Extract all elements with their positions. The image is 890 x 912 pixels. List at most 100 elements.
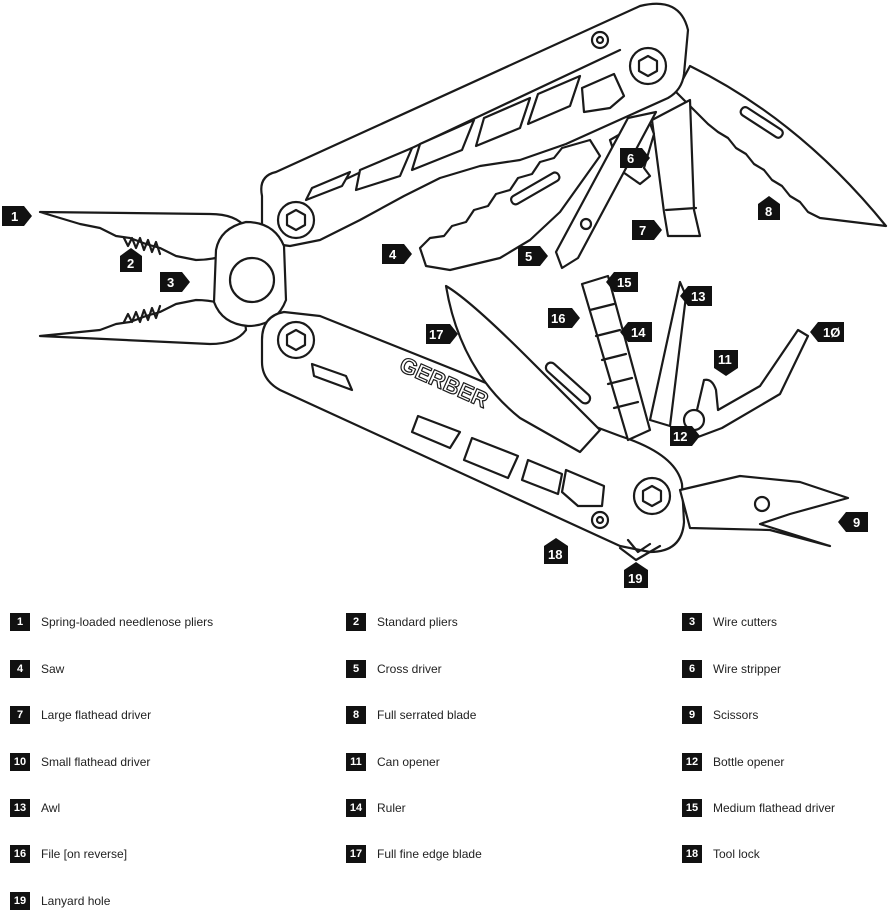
legend-label: Medium flathead driver — [713, 801, 836, 815]
lanyard-loop — [618, 538, 662, 562]
legend-label: Small flathead driver — [41, 755, 151, 769]
legend-number: 5 — [346, 660, 366, 678]
saw-slot — [509, 171, 561, 206]
legend-item: 1 Spring-loaded needlenose pliers — [10, 612, 213, 632]
legend-label: Wire cutters — [713, 615, 778, 629]
callout-19: 19 — [624, 562, 648, 588]
svg-text:4: 4 — [389, 247, 397, 262]
legend-item: 9 Scissors — [682, 705, 758, 725]
callout-10: 1Ø — [810, 322, 844, 342]
can-opener-arm — [688, 328, 810, 442]
legend-label: Awl — [41, 801, 61, 815]
callout-5: 5 — [518, 246, 548, 266]
legend-number: 8 — [346, 706, 366, 724]
svg-text:14: 14 — [631, 325, 646, 340]
legend-number: 19 — [10, 892, 30, 910]
legend-label: Can opener — [377, 755, 440, 769]
legend-item: 14 Ruler — [346, 798, 406, 818]
svg-text:13: 13 — [691, 289, 705, 304]
legend-item: 18 Tool lock — [682, 844, 760, 864]
fine-blade-slot — [544, 361, 592, 405]
svg-text:1: 1 — [11, 209, 18, 224]
callout-8: 8 — [758, 196, 780, 220]
awl — [648, 280, 688, 428]
svg-text:8: 8 — [765, 204, 772, 219]
callout-18: 18 — [544, 538, 568, 564]
callout-markers: 1 2 3 4 5 6 7 8 — [2, 148, 868, 588]
legend-item: 5 Cross driver — [346, 659, 442, 679]
svg-text:16: 16 — [551, 311, 565, 326]
svg-text:9: 9 — [853, 515, 860, 530]
callout-13: 13 — [680, 286, 712, 306]
svg-text:12: 12 — [673, 429, 687, 444]
legend-item: 8 Full serrated blade — [346, 705, 476, 725]
callout-11: 11 — [714, 350, 738, 376]
legend-number: 16 — [10, 845, 30, 863]
callout-2: 2 — [120, 248, 142, 272]
legend-number: 17 — [346, 845, 366, 863]
legend-number: 7 — [10, 706, 30, 724]
legend-label: Ruler — [377, 801, 406, 815]
callout-4: 4 — [382, 244, 412, 264]
legend-label: Saw — [41, 662, 65, 676]
legend-number: 3 — [682, 613, 702, 631]
legend-item: 10 Small flathead driver — [10, 752, 150, 772]
legend-number: 10 — [10, 753, 30, 771]
svg-text:15: 15 — [617, 275, 631, 290]
legend-label: Bottle opener — [713, 755, 785, 769]
legend-item: 7 Large flathead driver — [10, 705, 151, 725]
svg-text:11: 11 — [718, 352, 732, 367]
legend-label: Standard pliers — [377, 615, 458, 629]
legend-number: 9 — [682, 706, 702, 724]
legend-item: 16 File [on reverse] — [10, 844, 127, 864]
legend-number: 13 — [10, 799, 30, 817]
svg-text:7: 7 — [639, 223, 646, 238]
legend-label: Cross driver — [377, 662, 442, 676]
callout-15: 15 — [606, 272, 638, 292]
callout-12: 12 — [670, 426, 700, 446]
legend-label: Spring-loaded needlenose pliers — [41, 615, 214, 629]
svg-text:19: 19 — [628, 571, 642, 586]
callout-3: 3 — [160, 272, 190, 292]
legend-item: 13 Awl — [10, 798, 60, 818]
multitool-diagram: GERBER 1 2 3 4 — [2, 2, 888, 588]
svg-text:18: 18 — [548, 547, 562, 562]
legend-number: 11 — [346, 753, 366, 771]
serrated-blade-slot — [739, 106, 784, 139]
callout-9: 9 — [838, 512, 868, 532]
legend-label: Tool lock — [713, 847, 760, 861]
svg-text:6: 6 — [627, 151, 634, 166]
legend-label: Large flathead driver — [41, 708, 152, 722]
legend-number: 14 — [346, 799, 366, 817]
legend-label: Full serrated blade — [377, 708, 477, 722]
legend-number: 18 — [682, 845, 702, 863]
legend-label: File [on reverse] — [41, 847, 128, 861]
legend-label: Scissors — [713, 708, 759, 722]
legend-number: 4 — [10, 660, 30, 678]
legend-number: 1 — [10, 613, 30, 631]
svg-text:1Ø: 1Ø — [823, 325, 840, 340]
serrated-blade — [674, 64, 888, 228]
svg-text:3: 3 — [167, 275, 174, 290]
callout-17: 17 — [426, 324, 458, 344]
callout-7: 7 — [632, 220, 662, 240]
callout-14: 14 — [620, 322, 652, 342]
callout-1: 1 — [2, 206, 32, 226]
callout-16: 16 — [548, 308, 580, 328]
legend-item: 4 Saw — [10, 659, 64, 679]
legend-number: 15 — [682, 799, 702, 817]
callout-6: 6 — [620, 148, 650, 168]
legend-label: Wire stripper — [713, 662, 782, 676]
legend-number: 6 — [682, 660, 702, 678]
legend-label: Full fine edge blade — [377, 847, 482, 861]
legend-item: 6 Wire stripper — [682, 659, 781, 679]
legend-item: 15 Medium flathead driver — [682, 798, 835, 818]
legend-item: 3 Wire cutters — [682, 612, 777, 632]
svg-text:5: 5 — [525, 249, 532, 264]
fine-edge-blade — [444, 284, 602, 454]
large-flathead-driver — [650, 98, 702, 238]
